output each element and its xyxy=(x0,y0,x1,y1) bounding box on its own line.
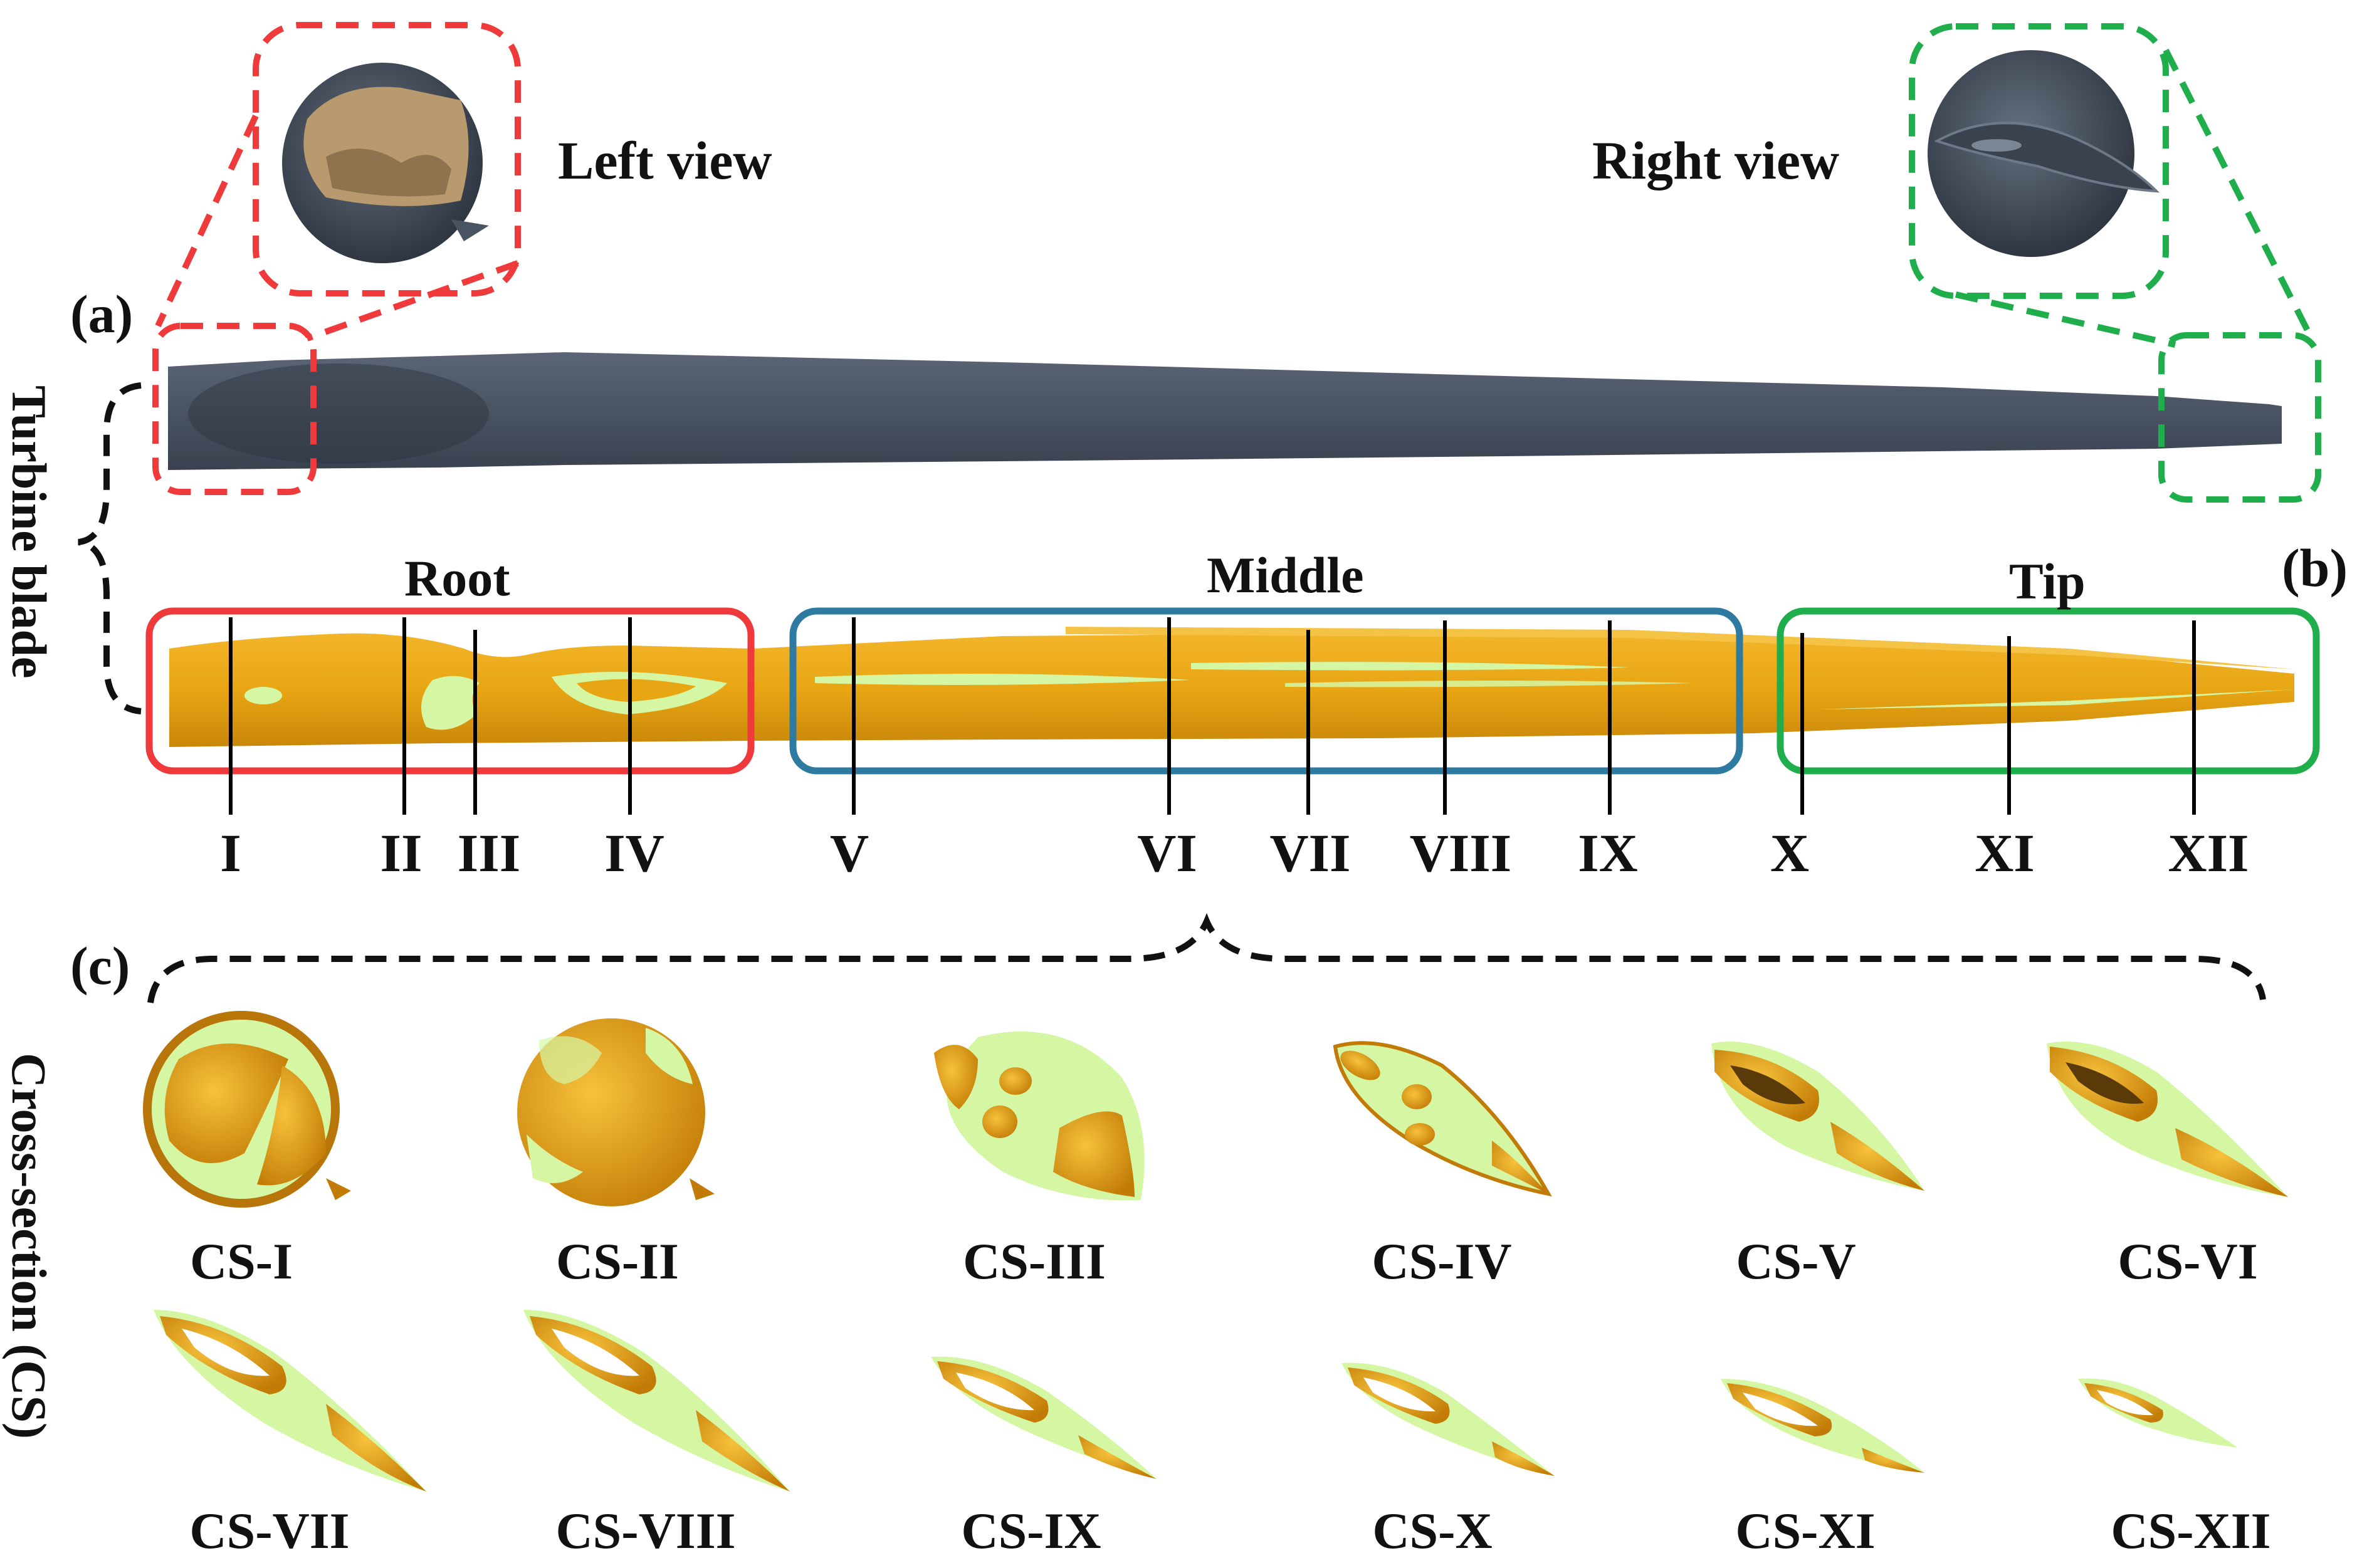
section-lines xyxy=(229,617,2196,815)
grey-blade xyxy=(168,352,2282,470)
cavity-root-3-inner xyxy=(577,679,696,702)
orange-blade xyxy=(169,633,2294,747)
cs-label-4: CS-IV xyxy=(1372,1233,1511,1290)
middle-region-box xyxy=(789,607,1743,775)
left-callout-line-2 xyxy=(306,260,519,342)
cs-10-shape xyxy=(1341,1362,1555,1476)
region-middle-label: Middle xyxy=(1207,546,1364,604)
cs-label-3: CS-III xyxy=(963,1233,1106,1290)
root-shading xyxy=(188,363,489,464)
panel-label-c: (c) xyxy=(70,936,130,996)
blade-bracket xyxy=(78,382,142,714)
cross-section-label: Cross-section (CS) xyxy=(2,1053,56,1439)
left-root-box xyxy=(152,323,317,495)
cs-label-11: CS-XI xyxy=(1735,1502,1875,1559)
section-numeral-1: I xyxy=(220,823,241,883)
cavity-middle-3 xyxy=(1285,681,1693,687)
section-numeral-2: II xyxy=(381,823,423,883)
section-numeral-4: IV xyxy=(604,823,664,883)
section-numeral-10: X xyxy=(1770,823,1809,883)
cavity-middle-1 xyxy=(815,674,1191,686)
left-view-box xyxy=(253,22,521,296)
cs-5-shape xyxy=(1711,1042,1924,1191)
right-callout-line-1 xyxy=(2163,48,2316,343)
right-view-box xyxy=(1909,23,2169,299)
cs-label-2: CS-II xyxy=(556,1233,679,1290)
cs-6-shape xyxy=(2047,1042,2288,1197)
cross-section-bracket xyxy=(147,913,2266,1003)
orange-blade-top-strip xyxy=(1066,627,2294,669)
region-tip-label: Tip xyxy=(2009,553,2086,610)
cs-11-shape xyxy=(1721,1379,1924,1473)
cs-2-shape xyxy=(517,1018,715,1206)
right-callout-line-2 xyxy=(1955,291,2176,348)
cs-9-shape xyxy=(931,1356,1157,1479)
cs-1-shape xyxy=(143,1011,351,1208)
cs-label-12: CS-XII xyxy=(2111,1502,2270,1559)
left-callout-line-1 xyxy=(155,114,259,328)
cs-12-shape xyxy=(2078,1378,2238,1448)
section-numeral-6: VI xyxy=(1137,823,1197,883)
section-numeral-7: VII xyxy=(1269,823,1350,883)
right-tip-box xyxy=(2158,332,2321,503)
cs-label-6: CS-VI xyxy=(2118,1233,2257,1290)
section-numeral-8: VIII xyxy=(1410,823,1512,883)
right-view-callout xyxy=(1909,23,2321,503)
panel-label-b: (b) xyxy=(2282,538,2348,598)
cavity-middle-2 xyxy=(1191,662,1630,671)
cs-label-1: CS-I xyxy=(190,1233,293,1290)
cs-label-7: CS-VII xyxy=(189,1502,349,1559)
cs-label-9: CS-IX xyxy=(961,1502,1101,1559)
cs-3-shape xyxy=(934,1031,1145,1201)
cs-8-shape xyxy=(523,1310,790,1492)
panel-label-a: (a) xyxy=(70,284,133,344)
right-view-label: Right view xyxy=(1592,130,1839,191)
right-view-hole xyxy=(1971,139,2022,152)
section-numeral-12: XII xyxy=(2168,823,2249,883)
left-view-texture xyxy=(326,149,451,197)
cs-7-shape xyxy=(154,1310,426,1492)
section-numeral-5: V xyxy=(830,823,869,883)
cavity-root-2 xyxy=(421,676,480,730)
section-numeral-11: XI xyxy=(1975,823,2035,883)
cs-label-10: CS-X xyxy=(1372,1502,1492,1559)
turbine-blade-label: Turbine blade xyxy=(2,385,56,678)
root-region-box xyxy=(145,607,755,775)
left-view-label: Left view xyxy=(558,130,772,191)
section-numeral-9: IX xyxy=(1578,823,1638,883)
cs-label-8: CS-VIII xyxy=(555,1502,735,1559)
left-view-callout xyxy=(152,22,521,495)
region-root-label: Root xyxy=(404,550,510,607)
section-numeral-3: III xyxy=(458,823,520,883)
left-view-notch xyxy=(451,219,489,241)
tip-region-box xyxy=(1777,607,2320,775)
cavity-root-1 xyxy=(244,687,282,704)
cs-4-shape xyxy=(1333,1041,1552,1197)
cs-label-5: CS-V xyxy=(1736,1233,1855,1290)
